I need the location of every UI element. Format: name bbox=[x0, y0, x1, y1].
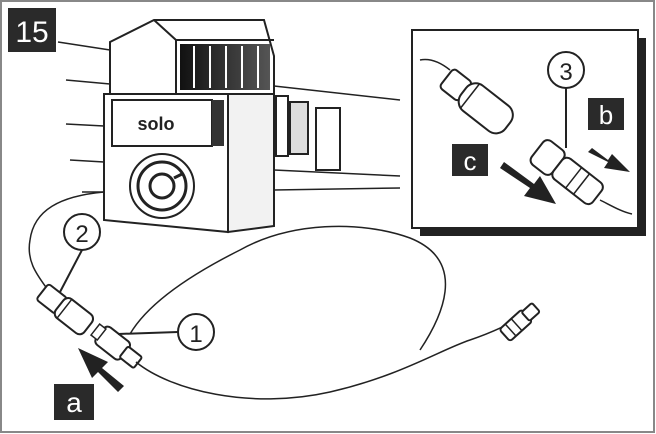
callout-3: 3 bbox=[547, 51, 585, 148]
tag-c: c bbox=[452, 144, 488, 176]
step-badge: 15 bbox=[8, 8, 56, 52]
callout-2: 2 bbox=[59, 213, 101, 293]
callout-3-number: 3 bbox=[559, 59, 572, 86]
end-plug bbox=[499, 302, 541, 342]
connector-plug-2 bbox=[36, 283, 95, 336]
tag-b: b bbox=[588, 98, 624, 130]
background-lines bbox=[57, 41, 401, 193]
brand-logo: solo bbox=[137, 114, 174, 134]
device-unit: solo bbox=[103, 19, 275, 234]
extension-cable bbox=[135, 311, 533, 400]
arrow-a-icon bbox=[78, 348, 124, 392]
tag-a-letter: a bbox=[66, 387, 82, 418]
device-cable bbox=[28, 191, 105, 291]
arrow-c-icon bbox=[500, 162, 556, 204]
callout-1-number: 1 bbox=[189, 321, 202, 348]
tag-b-letter: b bbox=[599, 100, 613, 130]
tag-a: a bbox=[54, 384, 94, 420]
socket-icon bbox=[129, 153, 195, 219]
detail-inset: 3 b c bbox=[411, 29, 646, 236]
cable-loop bbox=[129, 225, 447, 351]
callout-1: 1 bbox=[117, 313, 215, 351]
tag-c-letter: c bbox=[464, 146, 477, 176]
arrow-b-icon bbox=[588, 148, 630, 172]
callout-2-number: 2 bbox=[75, 221, 88, 248]
step-number: 15 bbox=[15, 16, 48, 49]
mount-bracket bbox=[275, 95, 341, 171]
